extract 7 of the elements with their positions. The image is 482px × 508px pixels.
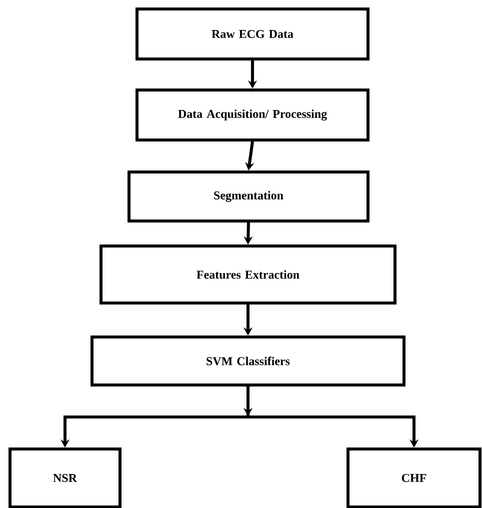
process-box: Segmentation [128, 170, 370, 222]
process-box: NSR [8, 448, 122, 508]
process-box: CHF [346, 448, 482, 508]
process-box: SVM Classifiers [90, 336, 406, 386]
process-box: Features Extraction [100, 244, 396, 304]
process-box: Data Acquisition/ Processing [136, 88, 370, 142]
process-box: Raw ECG Data [136, 8, 370, 60]
